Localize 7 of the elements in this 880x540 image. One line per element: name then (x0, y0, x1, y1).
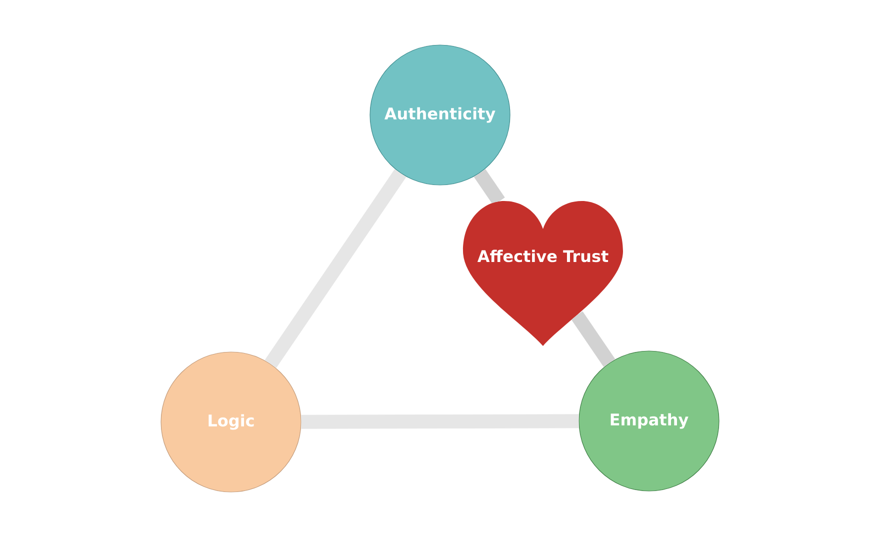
connector-line (571, 311, 616, 367)
circle-node: Empathy (578, 350, 720, 492)
circle-node: Authenticity (370, 44, 510, 186)
connector-line (264, 169, 406, 368)
circle-node: Logic (160, 352, 302, 492)
connector-line (301, 414, 579, 429)
connector-line (474, 169, 505, 206)
